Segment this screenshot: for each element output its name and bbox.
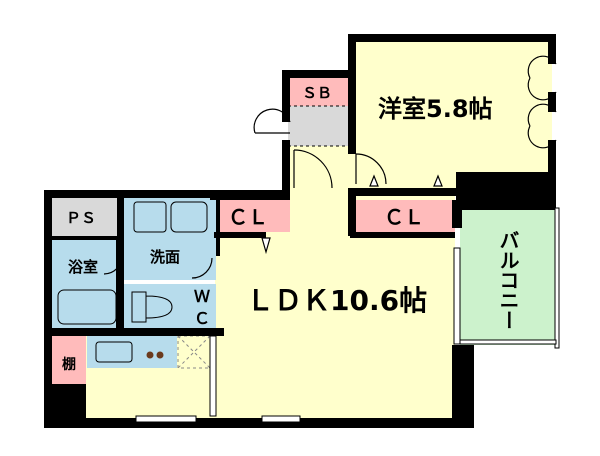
balcony bbox=[460, 205, 556, 345]
label-toilet-w: Ｗ bbox=[194, 287, 210, 306]
bathtub bbox=[57, 289, 117, 325]
stove-burner-left bbox=[146, 351, 154, 359]
closet-upper bbox=[218, 200, 290, 232]
windows bbox=[135, 207, 560, 423]
label-toilet-c: Ｃ bbox=[194, 309, 210, 328]
hallway-floor bbox=[290, 145, 355, 200]
doors bbox=[103, 55, 557, 279]
shelf bbox=[52, 336, 86, 388]
western-room-floor bbox=[350, 38, 552, 188]
label-balcony: バルコニー bbox=[496, 230, 520, 330]
closet-lower bbox=[355, 200, 455, 232]
washing-machine-pan bbox=[170, 201, 208, 233]
label-bathroom: 浴室 bbox=[68, 258, 98, 276]
walls bbox=[44, 34, 556, 428]
label-ldk: ＬＤＫ10.6帖 bbox=[246, 284, 427, 317]
label-shelf: 棚 bbox=[62, 356, 76, 373]
label-western-room: 洋室5.8帖 bbox=[378, 95, 493, 123]
label-closet-lower: ＣＬ bbox=[384, 205, 424, 229]
toilet-bowl bbox=[131, 291, 173, 323]
shoe-box-shelf bbox=[288, 106, 350, 146]
label-washroom: 洗面 bbox=[150, 248, 180, 266]
stove-burner-right bbox=[156, 351, 164, 359]
label-pipe-space: ＰＳ bbox=[66, 209, 96, 227]
pipe-space bbox=[52, 198, 117, 236]
label-closet-upper: ＣＬ bbox=[228, 205, 268, 229]
kitchen-sink bbox=[95, 341, 133, 363]
wash-basin bbox=[133, 201, 167, 233]
shoe-box bbox=[288, 78, 350, 106]
label-shoe-box: ＳＢ bbox=[302, 84, 332, 102]
